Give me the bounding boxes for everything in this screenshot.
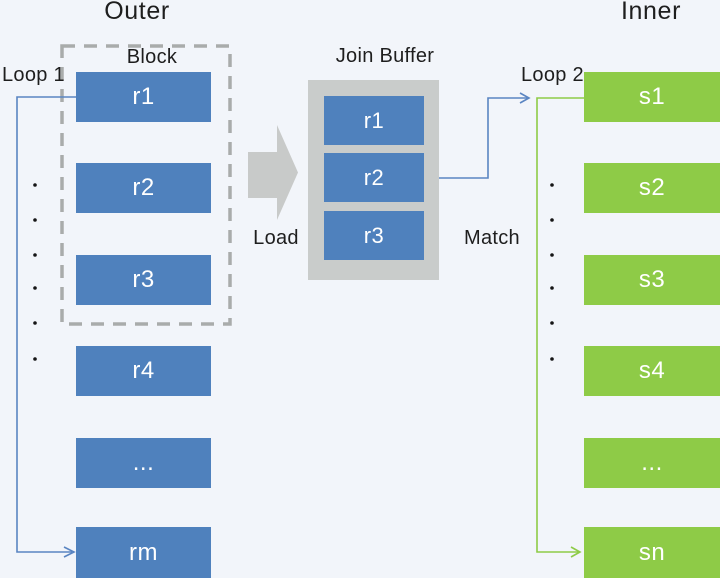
inner-row-s1: s1 bbox=[584, 72, 720, 122]
block-dashed-border bbox=[60, 44, 232, 326]
buffer-row-r1: r1 bbox=[324, 96, 424, 145]
loop2-label: Loop 2 bbox=[521, 64, 584, 86]
match-arrow bbox=[439, 92, 531, 179]
loop2-arrow bbox=[536, 97, 584, 558]
load-arrow-icon bbox=[248, 125, 298, 220]
outer-table-title: Outer bbox=[104, 0, 170, 25]
join-buffer-label: Join Buffer bbox=[335, 45, 435, 67]
inner-row-ellipsis: ... bbox=[584, 438, 720, 488]
outer-row-ellipsis: ... bbox=[76, 438, 211, 488]
loop1-arrow bbox=[16, 96, 76, 558]
ellipsis-dots-right bbox=[550, 183, 554, 361]
outer-row-r3: r3 bbox=[76, 255, 211, 305]
match-label: Match bbox=[464, 227, 520, 249]
inner-row-s4: s4 bbox=[584, 346, 720, 396]
outer-row-rm: rm bbox=[76, 527, 211, 578]
outer-row-r4: r4 bbox=[76, 346, 211, 396]
outer-row-r1: r1 bbox=[76, 72, 211, 122]
outer-row-r2: r2 bbox=[76, 163, 211, 213]
inner-row-s2: s2 bbox=[584, 163, 720, 213]
buffer-row-r3: r3 bbox=[324, 211, 424, 260]
join-buffer-container: r1 r2 r3 bbox=[308, 80, 439, 280]
inner-row-s3: s3 bbox=[584, 255, 720, 305]
buffer-row-r2: r2 bbox=[324, 153, 424, 202]
ellipsis-dots-left bbox=[33, 183, 37, 361]
inner-row-sn: sn bbox=[584, 527, 720, 578]
loop1-label: Loop 1 bbox=[2, 64, 65, 86]
block-label: Block bbox=[126, 46, 178, 68]
inner-table-title: Inner bbox=[621, 0, 681, 25]
load-label: Load bbox=[253, 227, 299, 249]
